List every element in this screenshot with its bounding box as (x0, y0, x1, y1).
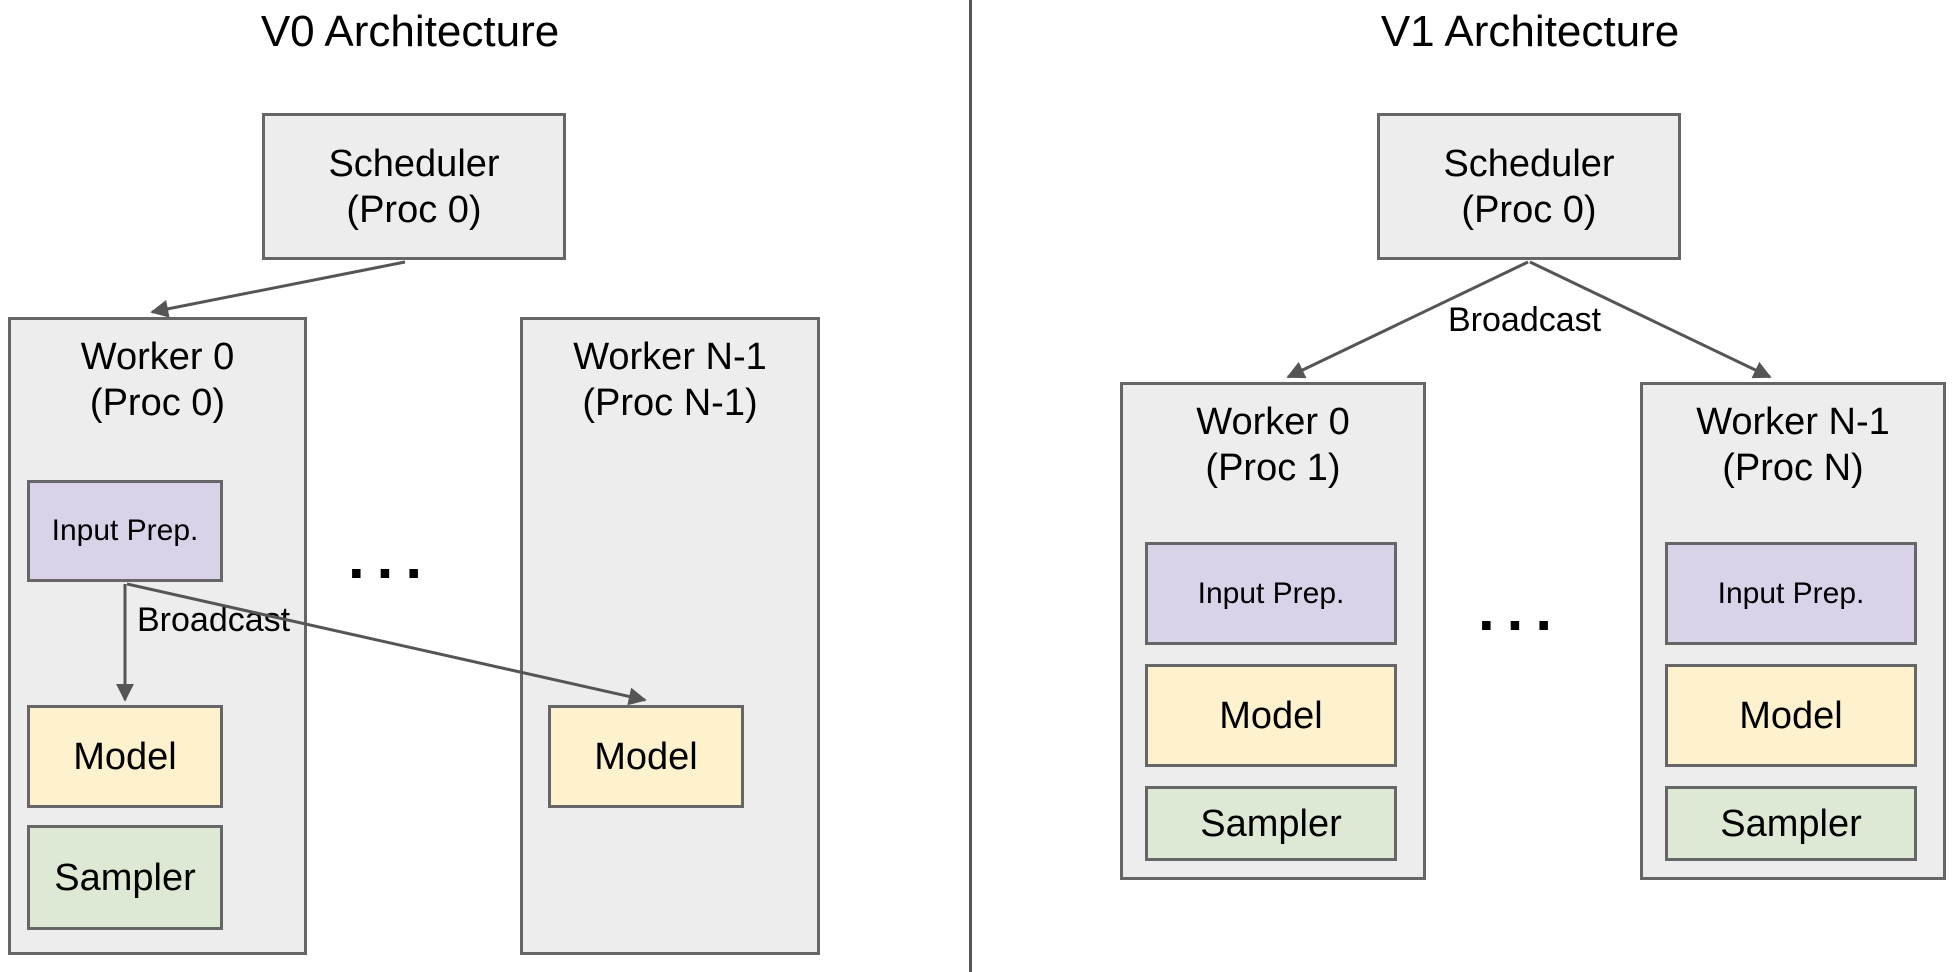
v1-worker-n1-sampler-label: Sampler (1720, 802, 1862, 845)
v0-worker-0-model-label: Model (73, 735, 177, 778)
panel-divider (969, 0, 972, 972)
v1-worker-n1-model-box[interactable]: Model (1665, 664, 1917, 767)
v1-scheduler-line1: Scheduler (1443, 142, 1615, 185)
v0-worker-n1-container[interactable]: Worker N-1 (Proc N-1) (520, 317, 820, 955)
v0-arrow-scheduler-to-worker0 (150, 260, 406, 318)
v1-broadcast-edge-label: Broadcast (1448, 301, 1602, 339)
v0-scheduler-box[interactable]: Scheduler (Proc 0) (262, 113, 566, 260)
panel-title-v1: V1 Architecture (1380, 7, 1680, 56)
v0-broadcast-edge-label: Broadcast (137, 601, 291, 639)
v1-worker-n1-input-prep-box[interactable]: Input Prep. (1665, 542, 1917, 645)
v0-workers-ellipsis: ... (348, 524, 435, 591)
v1-worker-0-input-prep-label: Input Prep. (1197, 576, 1345, 610)
v0-scheduler-line2: (Proc 0) (346, 188, 482, 231)
v1-worker-n1-line2: (Proc N) (1722, 447, 1864, 489)
v1-worker-0-sampler-box[interactable]: Sampler (1145, 786, 1397, 861)
v0-worker-0-input-prep-box[interactable]: Input Prep. (27, 480, 223, 582)
v1-workers-ellipsis: ... (1478, 576, 1565, 643)
v0-worker-0-input-prep-label: Input Prep. (51, 514, 199, 547)
v1-worker-n1-line1: Worker N-1 (1696, 401, 1890, 443)
v0-worker-n1-model-box[interactable]: Model (548, 705, 744, 808)
v0-worker-0-sampler-box[interactable]: Sampler (27, 825, 223, 930)
v0-worker-n1-line1: Worker N-1 (573, 336, 767, 378)
v1-worker-0-model-box[interactable]: Model (1145, 664, 1397, 767)
v0-worker-0-line1: Worker 0 (80, 336, 235, 378)
v0-worker-n1-model-label: Model (594, 735, 698, 778)
v1-worker-n1-model-label: Model (1739, 694, 1843, 737)
v0-scheduler-line1: Scheduler (328, 142, 500, 185)
v1-scheduler-line2: (Proc 0) (1461, 188, 1597, 231)
v0-worker-0-model-box[interactable]: Model (27, 705, 223, 808)
v1-worker-n1-input-prep-label: Input Prep. (1717, 576, 1865, 610)
v1-worker-0-sampler-label: Sampler (1200, 802, 1342, 845)
v1-worker-0-input-prep-box[interactable]: Input Prep. (1145, 542, 1397, 645)
v1-worker-n1-sampler-box[interactable]: Sampler (1665, 786, 1917, 861)
v1-worker-0-model-label: Model (1219, 694, 1323, 737)
v0-worker-0-line2: (Proc 0) (89, 382, 226, 424)
v0-worker-0-sampler-label: Sampler (54, 856, 196, 899)
v0-worker-n1-line2: (Proc N-1) (582, 382, 758, 424)
v1-worker-0-line2: (Proc 1) (1205, 447, 1341, 489)
v1-worker-0-line1: Worker 0 (1196, 401, 1350, 443)
v1-scheduler-box[interactable]: Scheduler (Proc 0) (1377, 113, 1681, 260)
panel-title-v0: V0 Architecture (260, 7, 560, 56)
